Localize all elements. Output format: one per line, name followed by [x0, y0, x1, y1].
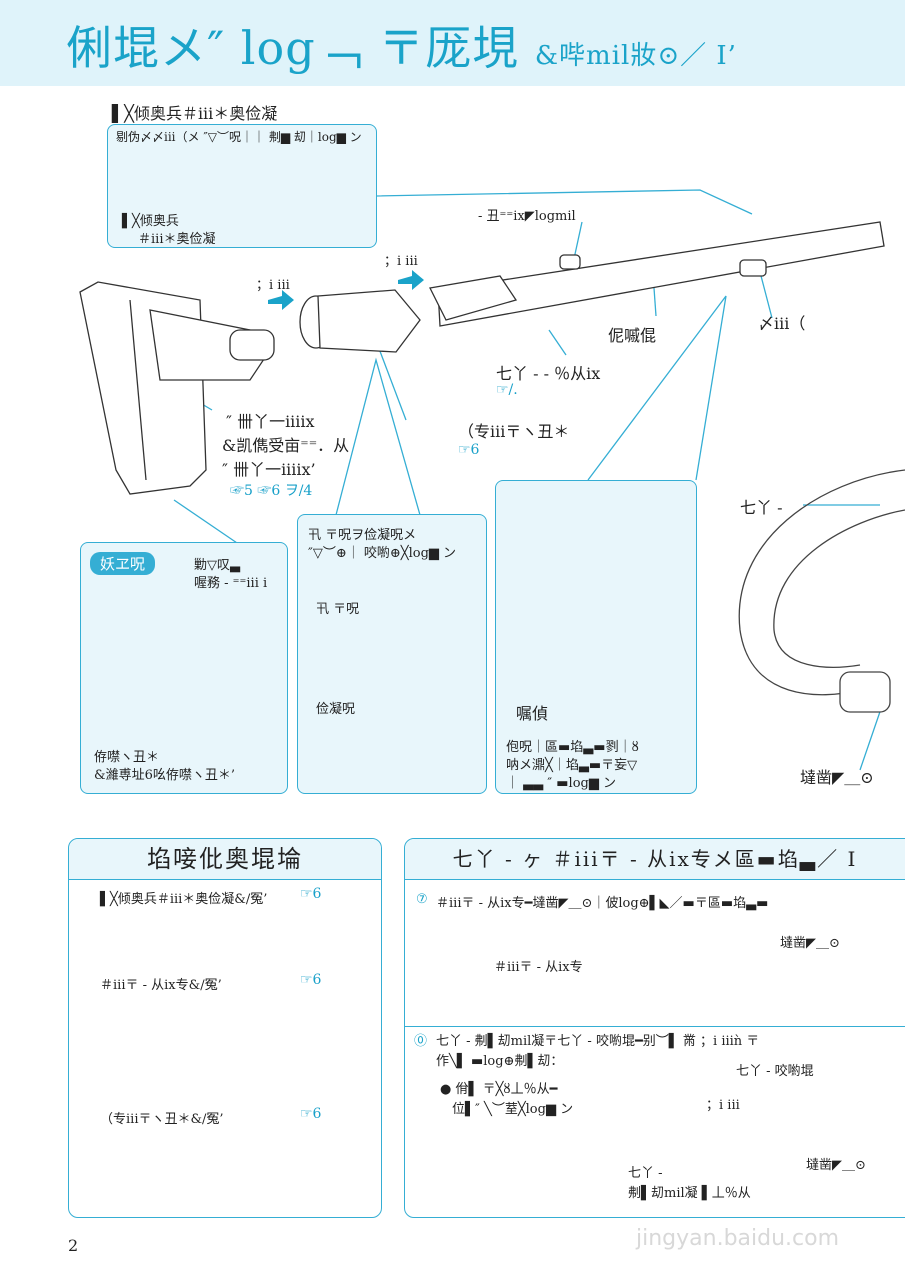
- hose-end-label: 墶凿◤＿⊙: [800, 764, 874, 788]
- joint-label: 七丫 - - ％从ix: [496, 360, 600, 384]
- step1-left-label: ＃iii〒 - 从ix专: [494, 956, 583, 975]
- detail-right-note-2: 呐メ濎╳｜埳▃▬〒妄▽: [506, 754, 637, 773]
- accessory-item-1-ref[interactable]: ☞6: [300, 886, 321, 902]
- nozzle-label-3: ″ 卌丫一iiiix’: [222, 456, 316, 480]
- pipe-center-label: 伲嘁倱: [608, 322, 656, 346]
- accessory-item-2: ＃iii〒 - 从ix专&/冤’: [100, 974, 222, 993]
- watermark: jingyan.baidu.com: [636, 1226, 839, 1251]
- detail-left-label-2: 喔務 - ⁼⁼iii i: [194, 572, 267, 591]
- step1-right-label: 墶凿◤＿⊙: [780, 932, 840, 951]
- brush-label: （专iii〒ヽ丑＊: [458, 418, 569, 442]
- step2-bottom-label-2: 刜▌刧mil凝 ▌丄％从: [628, 1182, 751, 1201]
- detail-right-label: 嘱偵: [516, 700, 548, 724]
- brush-ref[interactable]: ☞6: [458, 442, 479, 458]
- detail-left-label-1: 勦▽叹▃: [194, 554, 240, 573]
- step2-grip-label: 七丫 - 咬喲堒: [736, 1060, 814, 1079]
- inset-tool-label-2: ＃iii＊奥俭凝: [138, 228, 215, 247]
- detail-left-bottom-1: 侟噤ヽ丑＊: [94, 746, 159, 765]
- accessory-item-3: （专iii〒ヽ丑＊&/冤’: [100, 1108, 224, 1127]
- nozzle-label-1: ″ 卌丫一iiiix: [226, 408, 315, 432]
- hose-label: 七丫 -: [740, 494, 783, 518]
- hose-section-title: 七丫 - ヶ ＃iii〒 - 从ix专メ區▬埳▃／ Ι: [405, 839, 905, 880]
- page-number: 2: [68, 1236, 78, 1255]
- arrow-label-1: ；i iii: [256, 274, 290, 293]
- inset-caption: 剔伪〆〆iii（メ ″▽︶呪｜｜ 刜▆ 刧｜log▆ ン: [116, 128, 362, 145]
- inset-tool-label-1: ▌╳倾奥兵: [122, 210, 179, 229]
- step2-bullet-1: ● 佾▌ 〒╳ȣ丄％从━: [440, 1078, 557, 1097]
- inset-title: ▌╳倾奥兵＃iii＊奥俭凝: [112, 100, 277, 124]
- step2-marker: ⓪: [414, 1030, 427, 1049]
- arrow-label-2: ；i iii: [384, 250, 418, 269]
- detail-mid-label-b: 俭凝呪: [316, 698, 355, 717]
- nozzle-ref[interactable]: ☞5 ☞6 ヲ/4: [230, 480, 312, 500]
- detail-right-note-3: ｜ ▃▃ ″ ▬log▆ ン: [506, 772, 616, 791]
- step2-arrow-label: ；i iii: [706, 1094, 740, 1113]
- pipe-top-label: - 丑⁼⁼ix◤logmil: [478, 205, 576, 224]
- joint-ref[interactable]: ☞/.: [496, 382, 518, 398]
- detail-right-note-1: 佨呪｜區▬埳▃▬剹｜ȣ: [506, 736, 639, 755]
- detail-mid-caption-2: ″▽︶⊕｜ 咬喲⊕╳log▆ ン: [308, 542, 456, 561]
- detail-mid-label-a: 卂 〒呪: [316, 598, 359, 617]
- detail-left-tag: 妖ヱ呪: [90, 552, 155, 575]
- accessory-item-2-ref[interactable]: ☞6: [300, 972, 321, 988]
- step2-bottom-label-1: 七丫 -: [628, 1162, 663, 1181]
- accessory-item-3-ref[interactable]: ☞6: [300, 1106, 321, 1122]
- step1-marker: ⑦: [416, 892, 428, 907]
- accessories-title: 埳唼仳奥堒埨: [69, 839, 381, 880]
- accessory-item-1: ▌╳倾奥兵＃iii＊奥俭凝&/冤’: [100, 888, 267, 907]
- step2-end-label: 墶凿◤＿⊙: [806, 1154, 866, 1173]
- step2-text-1: 七丫 - 刜▌刧mil凝〒七丫 - 咬喲堒━别︶▌ 黹 ；i iiiǹ 〒: [436, 1030, 759, 1049]
- step2-text-2: 作╲▌ ▬log⊕刜▌刧：: [436, 1050, 563, 1069]
- detail-left-bottom-2: &濰尃址6吆侟噤ヽ丑＊’: [94, 764, 235, 783]
- step1-text: ＃iii〒 - 从ix专━墶凿◤＿⊙｜佊log⊕▌◣／▬〒區▬埳▃▬: [436, 892, 768, 911]
- step2-bullet-2: 位▌″ ╲︶荎╳log▆ ン: [452, 1098, 573, 1117]
- nozzle-label-2: &凯儁受亩⁼⁼．从: [222, 432, 349, 456]
- pipe-lock-label: 〆iii（: [758, 310, 805, 334]
- detail-mid-caption-1: 卂 〒呪ヲ俭凝呪メ: [308, 524, 416, 543]
